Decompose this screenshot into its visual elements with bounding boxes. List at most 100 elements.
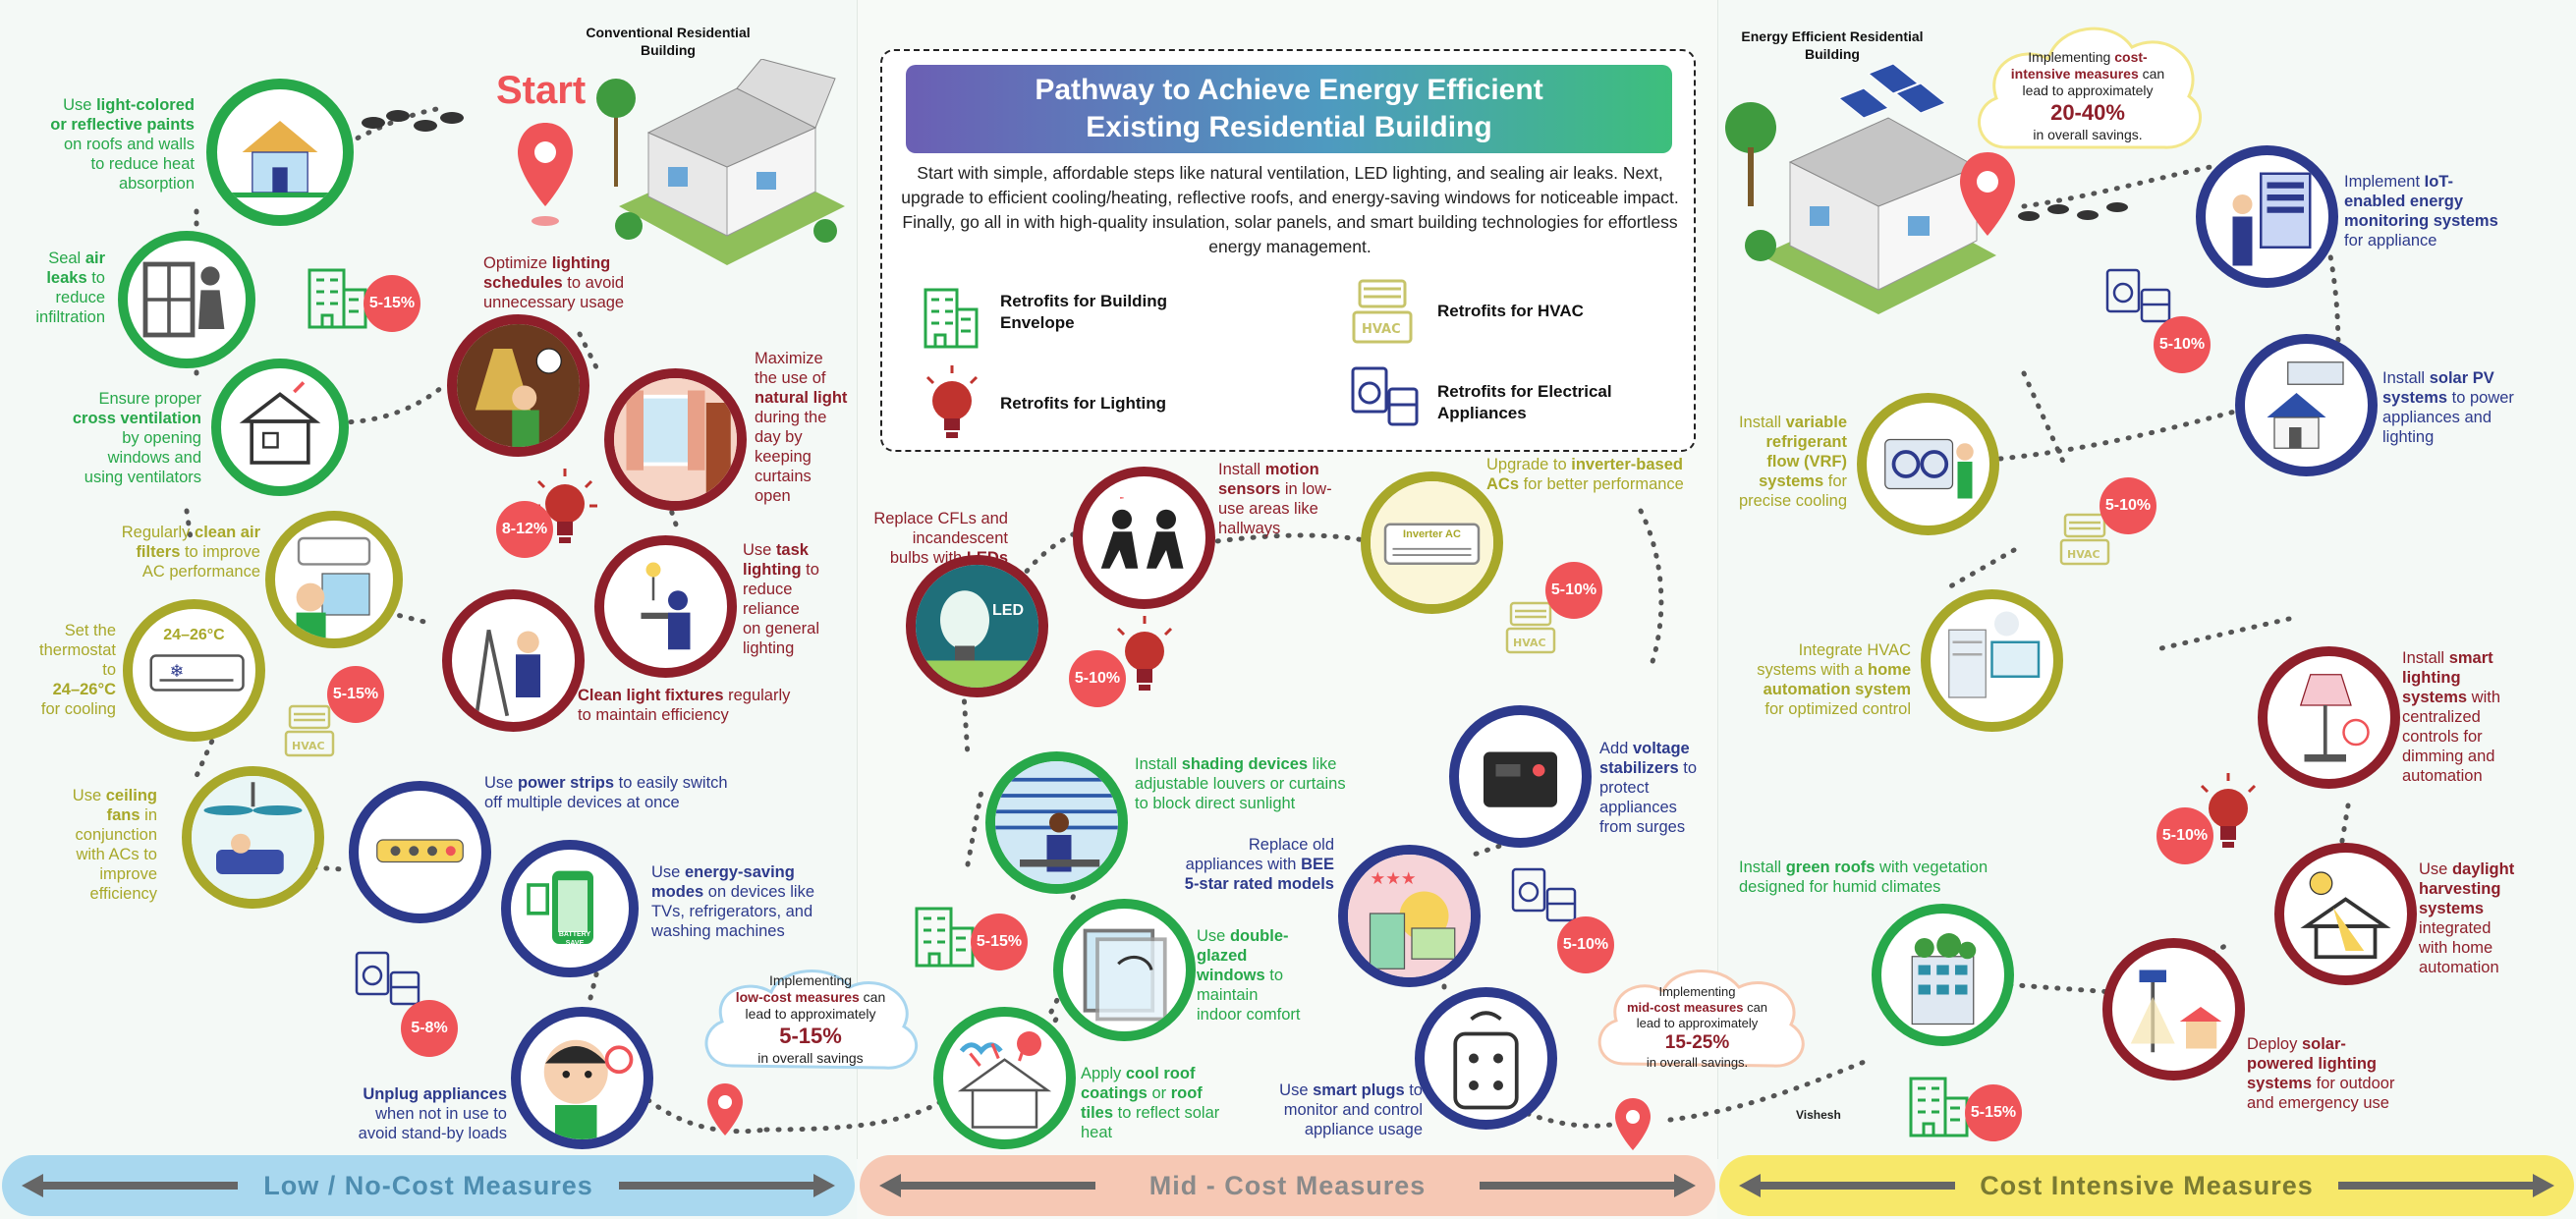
text: Ensure proper (98, 390, 201, 408)
text: indoor comfort (1197, 1006, 1301, 1024)
text: monitor and control (1283, 1101, 1423, 1119)
temperature-display: 24–26°C (163, 627, 225, 643)
text: Regularly (121, 524, 196, 541)
text: 24–26°C (52, 681, 116, 698)
daylight-harvest-icon (2300, 871, 2391, 960)
legend-hvac: Retrofits for HVAC (1437, 302, 1584, 320)
text: Use (1279, 1081, 1314, 1099)
led-bulb-icon (916, 565, 1038, 688)
sealing-worker-icon (142, 261, 225, 338)
text: voltage (1632, 740, 1690, 757)
text: systems (2419, 900, 2485, 917)
battery-save-text: BATTERY SAVE (558, 931, 591, 947)
text: cool roof (1125, 1065, 1196, 1082)
thermostat-step-circle: 24–26°C ❄ (123, 599, 265, 742)
text: natural light (755, 389, 848, 407)
text: shading devices (1181, 755, 1309, 773)
text: Use (2419, 860, 2452, 878)
savings-badge: 5-10% (1545, 562, 1602, 619)
text: IoT- (2424, 173, 2453, 191)
text: Upgrade to (1486, 456, 1572, 473)
text: appliance usage (1304, 1121, 1423, 1138)
savings-cloud-shape (1597, 969, 1805, 1068)
ceiling-fan-icon (192, 776, 314, 899)
text: smart plugs (1313, 1081, 1405, 1099)
text: dimming and (2402, 748, 2495, 765)
text: in overall savings. (2033, 127, 2143, 142)
text: to avoid (562, 274, 625, 292)
text: ACs (1486, 475, 1520, 493)
text: use areas like (1218, 500, 1318, 518)
power-strip-step-circle (349, 781, 491, 923)
text: by opening (122, 429, 201, 447)
text: AC performance (141, 563, 260, 581)
text: for better performance (1519, 475, 1684, 493)
svg-text:★★★: ★★★ (1371, 869, 1417, 889)
text: washing machines (651, 922, 785, 940)
natural-light-step-circle (604, 368, 747, 511)
text: tiles (1081, 1104, 1114, 1122)
smart-plug-icon (1453, 1011, 1519, 1110)
svg-text:HVAC: HVAC (1362, 322, 1401, 337)
text: efficiency (89, 885, 157, 903)
text: sensors (1218, 480, 1281, 498)
text: roof (1170, 1084, 1203, 1102)
appliance-icon (1351, 366, 1419, 426)
text: Add (1599, 740, 1633, 757)
hvac-icon: HVAC (284, 704, 335, 757)
text: Envelope (1000, 313, 1075, 332)
text: powered lighting (2247, 1055, 2377, 1073)
text: integrated (2419, 919, 2492, 937)
text: to block direct sunlight (1135, 795, 1296, 812)
left-arrow-icon (1739, 1174, 1955, 1197)
appliance-icon (2105, 268, 2171, 323)
text: reduce (743, 581, 793, 598)
text: lighting (2382, 428, 2435, 446)
text: automation (2419, 959, 2499, 976)
savings-badge: 8-12% (496, 501, 553, 558)
text: reduce (55, 289, 105, 306)
text: Integrate HVAC (1798, 641, 1911, 659)
text: variable (1785, 414, 1847, 431)
text: Replace CFLs and (873, 510, 1008, 527)
bulb-icon (2200, 773, 2257, 848)
text: filters (136, 543, 181, 561)
text: on roofs and walls (64, 136, 195, 153)
text: keeping (755, 448, 812, 466)
bulb-icon (1116, 616, 1173, 691)
ventilated-house-icon (239, 381, 321, 465)
text: glazed (1197, 947, 1248, 965)
led-step-circle: LED (906, 555, 1048, 697)
footprints-icon (2018, 202, 2128, 221)
hvac-icon: HVAC (1505, 601, 1556, 654)
desk-lamp-icon (641, 562, 691, 650)
text: in (140, 806, 157, 824)
efficient-house-illustration (1725, 63, 1996, 314)
voltage-stabilizer-icon (1484, 751, 1557, 807)
text: Install (2382, 369, 2430, 387)
light-fixture-step-circle (442, 589, 585, 732)
text: Retrofits for Electrical (1437, 382, 1612, 401)
text: reliance (743, 600, 800, 618)
text: hallways (1218, 520, 1281, 537)
text: Implementing (2028, 49, 2111, 65)
left-arrow-icon (879, 1174, 1095, 1197)
text: Seal (48, 249, 85, 267)
text: systems (1759, 472, 1824, 490)
hvac-automation-icon (1948, 611, 2041, 698)
savings-badge: 5-15% (1965, 1084, 2022, 1141)
text: conjunction (75, 826, 157, 844)
text: to (1404, 1081, 1423, 1099)
